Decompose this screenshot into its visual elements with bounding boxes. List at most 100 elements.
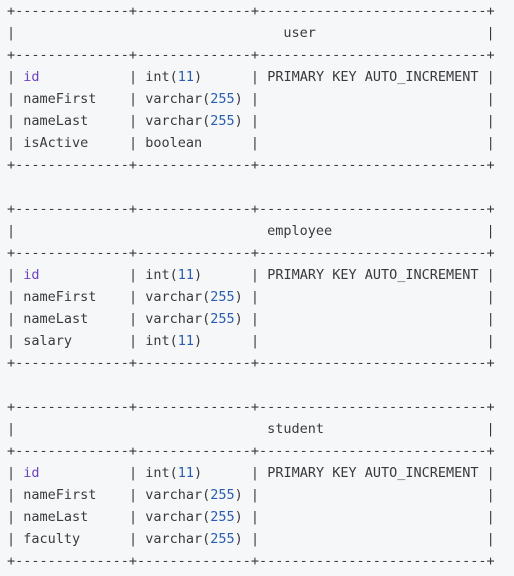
column-size: 255 xyxy=(210,531,235,547)
border-line: +--------------+--------------+---------… xyxy=(7,3,495,19)
column-size: 255 xyxy=(210,311,235,327)
border-pipe: | xyxy=(250,135,268,151)
table-name: student xyxy=(267,421,324,437)
border-line: +--------------+--------------+---------… xyxy=(7,47,495,63)
border-pipe: | xyxy=(250,531,268,547)
border-pipe: | xyxy=(128,465,146,481)
column-size: 255 xyxy=(210,113,235,129)
spacer xyxy=(80,531,129,547)
spacer xyxy=(88,135,129,151)
table-header-row: | student | xyxy=(7,418,514,440)
paren: ( xyxy=(169,333,178,349)
table-row: | nameLast | varchar(255) | | xyxy=(7,506,514,528)
column-name: nameFirst xyxy=(23,91,97,107)
table-header-row: | employee | xyxy=(7,220,514,242)
border-pipe: | xyxy=(7,223,268,239)
paren: ( xyxy=(169,69,178,85)
border-line: +--------------+--------------+---------… xyxy=(7,201,495,217)
table-row: | faculty | varchar(255) | | xyxy=(7,528,514,550)
column-name: nameFirst xyxy=(23,289,97,305)
paren: ) xyxy=(234,289,243,305)
border-pipe: | xyxy=(7,311,24,327)
border-pipe: | xyxy=(7,531,24,547)
table-header-row: | user | xyxy=(7,22,514,44)
table-bottom-border: +--------------+--------------+---------… xyxy=(7,550,514,572)
column-constraint: PRIMARY KEY AUTO_INCREMENT xyxy=(267,465,479,481)
paren: ) xyxy=(194,465,203,481)
column-type: varchar xyxy=(145,113,203,129)
spacer xyxy=(96,91,129,107)
border-pipe: | xyxy=(250,69,268,85)
border-pipe: | xyxy=(315,25,495,41)
paren: ) xyxy=(194,333,203,349)
border-pipe: | xyxy=(486,509,495,525)
spacer xyxy=(243,91,251,107)
border-pipe: | xyxy=(486,91,495,107)
spacer xyxy=(88,311,129,327)
border-pipe: | xyxy=(486,311,495,327)
column-name: nameFirst xyxy=(23,487,97,503)
spacer xyxy=(479,465,487,481)
paren: ( xyxy=(202,113,211,129)
border-line: +--------------+--------------+---------… xyxy=(7,157,495,173)
spacer xyxy=(202,135,251,151)
paren: ) xyxy=(234,531,243,547)
border-pipe: | xyxy=(250,113,268,129)
border-pipe: | xyxy=(7,333,24,349)
border-pipe: | xyxy=(7,113,24,129)
border-line: +--------------+--------------+---------… xyxy=(7,355,495,371)
border-pipe: | xyxy=(250,487,268,503)
table-header-border: +--------------+--------------+---------… xyxy=(7,440,514,462)
column-type: boolean xyxy=(145,135,203,151)
spacer xyxy=(267,135,486,151)
blank-line xyxy=(7,374,514,396)
column-type: int xyxy=(145,465,170,481)
paren: ) xyxy=(234,113,243,129)
border-pipe: | xyxy=(7,25,284,41)
spacer xyxy=(72,333,129,349)
spacer xyxy=(202,69,251,85)
border-pipe: | xyxy=(250,509,268,525)
spacer xyxy=(243,113,251,129)
border-line: +--------------+--------------+---------… xyxy=(7,443,495,459)
border-pipe: | xyxy=(250,311,268,327)
border-line: +--------------+--------------+---------… xyxy=(7,553,495,569)
border-pipe: | xyxy=(250,267,268,283)
table-name: user xyxy=(283,25,316,41)
spacer xyxy=(243,289,251,305)
border-pipe: | xyxy=(7,487,24,503)
border-pipe: | xyxy=(486,487,495,503)
spacer xyxy=(88,113,129,129)
spacer xyxy=(202,465,251,481)
column-type: int xyxy=(145,69,170,85)
table-row: | id | int(11) | PRIMARY KEY AUTO_INCREM… xyxy=(7,66,514,88)
column-size: 11 xyxy=(177,465,194,481)
spacer xyxy=(202,267,251,283)
spacer xyxy=(88,509,129,525)
table-bottom-border: +--------------+--------------+---------… xyxy=(7,154,514,176)
column-size: 11 xyxy=(177,267,194,283)
column-name: id xyxy=(23,267,40,283)
column-name: nameLast xyxy=(23,113,89,129)
border-pipe: | xyxy=(486,113,495,129)
spacer xyxy=(267,311,486,327)
border-pipe: | xyxy=(250,289,268,305)
border-pipe: | xyxy=(486,333,495,349)
border-pipe: | xyxy=(128,311,146,327)
paren: ( xyxy=(202,289,211,305)
table-row: | id | int(11) | PRIMARY KEY AUTO_INCREM… xyxy=(7,462,514,484)
table-header-border: +--------------+--------------+---------… xyxy=(7,242,514,264)
border-pipe: | xyxy=(7,509,24,525)
border-pipe: | xyxy=(7,421,268,437)
column-size: 255 xyxy=(210,91,235,107)
table-row: | nameFirst | varchar(255) | | xyxy=(7,286,514,308)
paren: ) xyxy=(194,69,203,85)
table-row: | isActive | boolean | | xyxy=(7,132,514,154)
column-constraint: PRIMARY KEY AUTO_INCREMENT xyxy=(267,69,479,85)
paren: ( xyxy=(202,91,211,107)
spacer xyxy=(40,267,129,283)
border-pipe: | xyxy=(7,267,24,283)
paren: ( xyxy=(169,465,178,481)
spacer xyxy=(267,113,486,129)
